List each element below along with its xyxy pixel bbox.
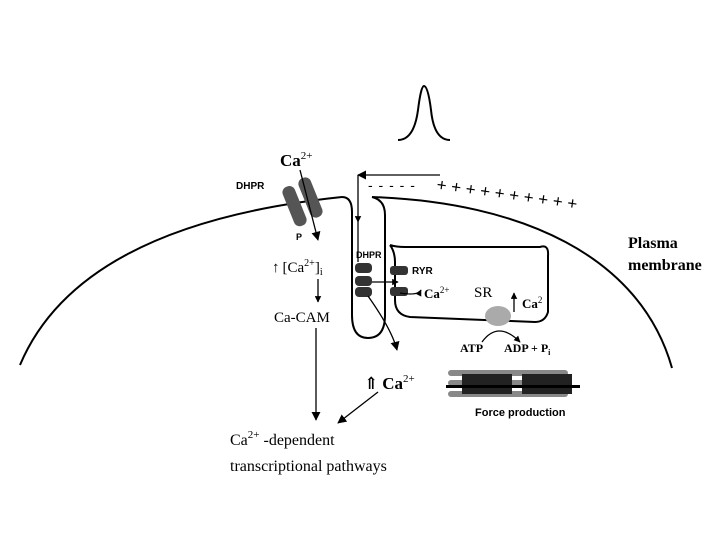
ca-to-myofilament-arrow (367, 295, 400, 351)
sr-ca-label: Ca2+ (424, 285, 449, 301)
ca-top-label: Ca2+ (280, 150, 313, 170)
ca-big-to-transcription-arrow (337, 391, 379, 424)
transcription-label-line1: Ca2+ -dependent (230, 429, 335, 449)
ca-cam-label: Ca-CAM (274, 310, 330, 326)
adp-label: ADP + Pi (504, 341, 551, 357)
serca-pump (485, 306, 511, 326)
t-tubule (341, 196, 386, 340)
plasma-membrane-left (19, 196, 343, 366)
transcription-label-line2: transcriptional pathways (230, 458, 387, 475)
ca-increase-label: ⇑Ca2+ (364, 373, 415, 393)
sr-label: SR (474, 285, 492, 301)
plasma-membrane-label-line1: Plasma (628, 235, 678, 252)
sarcoplasmic-reticulum (389, 244, 550, 324)
dhpr-left-label: DHPR (236, 181, 265, 192)
ca-entry-arrow (299, 169, 321, 241)
atp-hydrolysis-arrow (481, 330, 521, 343)
ca-pump-label: Ca2 (522, 295, 542, 311)
atp-label: ATP (460, 341, 483, 355)
plasma-membrane-label-line2: membrane (628, 257, 702, 274)
ryr-label: RYR (412, 266, 434, 277)
action-potential-spike (397, 84, 451, 141)
p-label: P (296, 232, 302, 242)
dhpr-ryr-complex (355, 263, 408, 297)
membrane-minus-signs: - - - - - (368, 177, 416, 193)
membrane-plus-signs: + + + + + + + + + + (435, 175, 578, 214)
ca-release-arrow (399, 289, 422, 297)
cytosolic-ca-label: ↑[Ca2+]i (272, 258, 323, 278)
dhpr-ttubule-label: DHPR (356, 250, 382, 260)
myofilaments (446, 370, 580, 397)
force-production-label: Force production (475, 407, 566, 419)
plasma-membrane-right (371, 196, 673, 369)
